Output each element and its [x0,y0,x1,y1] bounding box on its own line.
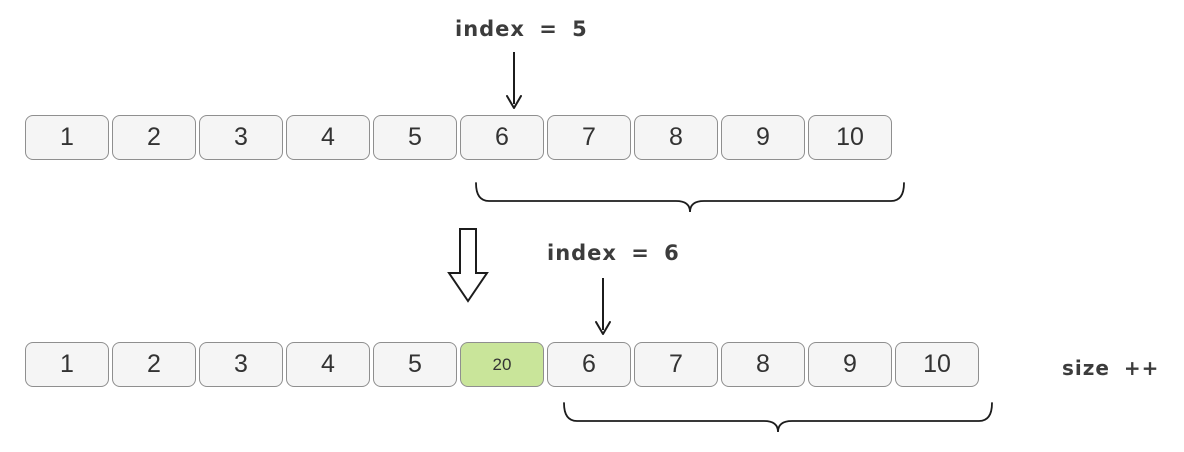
array-cell: 8 [721,342,805,387]
array-cell: 3 [199,342,283,387]
array-cell: 9 [721,115,805,160]
array-cell: 5 [373,115,457,160]
array-cell: 1 [25,342,109,387]
index-label-after: index = 6 [547,241,680,265]
brace-after [563,402,993,433]
block-arrow-icon [447,228,489,303]
array-cell: 2 [112,115,196,160]
array-cell: 7 [547,115,631,160]
size-increment-label: size ++ [1062,356,1160,380]
array-cell: 6 [460,115,544,160]
array-cell: 4 [286,342,370,387]
array-cell: 6 [547,342,631,387]
array-cell: 4 [286,115,370,160]
array-cell: 3 [199,115,283,160]
array-cell: 5 [373,342,457,387]
array-cell: 8 [634,115,718,160]
array-cell: 10 [808,115,892,160]
array-cell: 1 [25,115,109,160]
array-cell: 9 [808,342,892,387]
down-arrow-icon [506,52,522,109]
brace-before [475,182,905,213]
array-cell: 20 [460,342,544,387]
index-label-before: index = 5 [455,17,588,41]
down-arrow-icon [595,278,611,335]
array-cell: 2 [112,342,196,387]
array-cell: 7 [634,342,718,387]
array-cell: 10 [895,342,979,387]
